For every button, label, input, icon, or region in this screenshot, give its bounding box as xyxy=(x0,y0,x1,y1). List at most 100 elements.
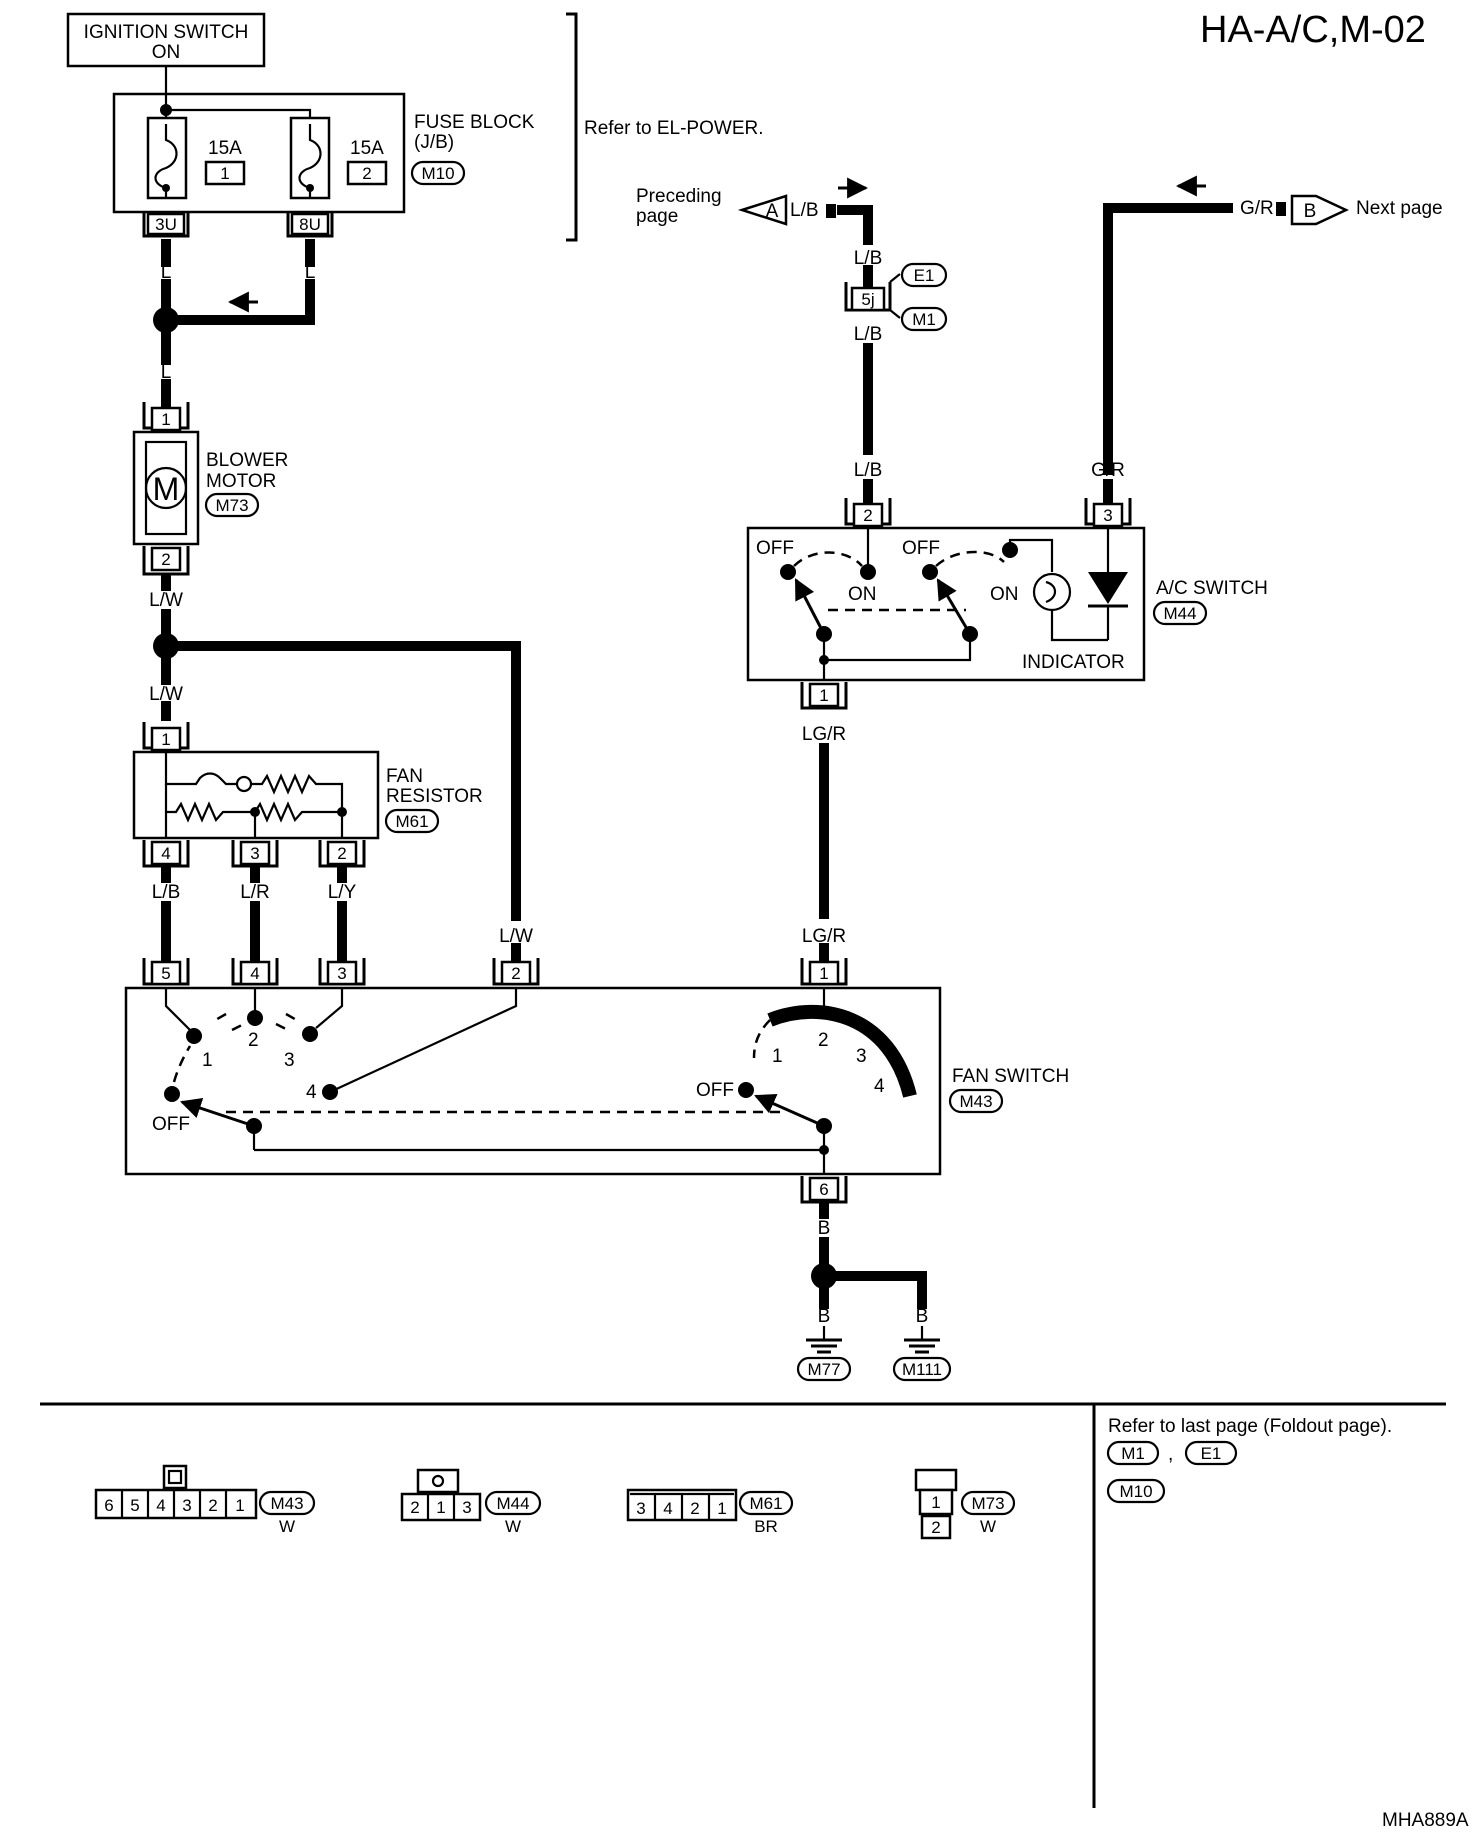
blower-motor-connector: M73 xyxy=(215,496,248,515)
wire-l-1: L xyxy=(161,262,172,283)
wire-lw-3: L/W xyxy=(499,926,533,947)
fuse-terminal-8u: 8U xyxy=(299,215,321,234)
m43-color: W xyxy=(279,1517,295,1536)
ignition-label: IGNITION SWITCH xyxy=(84,22,249,43)
figure-code: MHA889A xyxy=(1382,1810,1469,1831)
next-wire: G/R xyxy=(1240,198,1274,219)
fan-left-pos-4: 4 xyxy=(306,1082,317,1103)
m43-pin-2: 2 xyxy=(208,1496,217,1515)
wire-b-1: B xyxy=(818,1218,831,1239)
m43-pin-1: 1 xyxy=(235,1496,244,1515)
m61-id: M61 xyxy=(749,1494,782,1513)
wire-lr: L/R xyxy=(240,882,270,903)
fan-switch-pin-2: 2 xyxy=(511,964,520,983)
fuse-block-connector: M10 xyxy=(421,164,454,183)
refer-m10: M10 xyxy=(1119,1482,1152,1501)
m43-pin-5: 5 xyxy=(130,1496,139,1515)
m73-pin-2: 2 xyxy=(931,1518,940,1537)
blower-motor-symbol: M xyxy=(153,471,180,507)
fan-resistor-label2: RESISTOR xyxy=(386,786,483,807)
m43-pin-6: 6 xyxy=(104,1496,113,1515)
wire-lb-3: L/B xyxy=(854,324,883,345)
m44-pin-2: 2 xyxy=(410,1498,419,1517)
blower-motor-label: BLOWER xyxy=(206,450,288,471)
fuse-block-label: FUSE BLOCK xyxy=(414,112,535,133)
preceding-page-label: Preceding xyxy=(636,186,722,207)
fuse1-number: 1 xyxy=(220,164,229,183)
resistor-pin-2: 2 xyxy=(337,844,346,863)
ac-off-1: OFF xyxy=(756,538,794,559)
fan-switch-connector: M43 xyxy=(959,1092,992,1111)
m61-pin-4: 4 xyxy=(663,1499,672,1518)
ac-indicator-label: INDICATOR xyxy=(1022,652,1125,673)
ignition-switch: IGNITION SWITCH ON xyxy=(66,12,266,68)
connector-view-m43: 6 5 4 3 2 1 M43 W xyxy=(94,1464,316,1536)
splice-1 xyxy=(153,307,179,333)
ac-on-2: ON xyxy=(990,584,1019,605)
m61-pin-2: 2 xyxy=(690,1499,699,1518)
fuse-terminal-3u: 3U xyxy=(155,215,177,234)
fan-left-pos-2: 2 xyxy=(248,1030,259,1051)
blower-motor: 1 M 2 BLOWER MOTOR M73 xyxy=(132,402,288,576)
next-letter: B xyxy=(1304,201,1317,222)
ground-symbol-1 xyxy=(806,1326,842,1354)
fan-left-off: OFF xyxy=(152,1114,190,1135)
wire-lw-2: L/W xyxy=(149,684,183,705)
ac-pin-3: 3 xyxy=(1103,506,1112,525)
fan-right-pos-2: 2 xyxy=(818,1030,829,1051)
wire-lb-1: L/B xyxy=(152,882,181,903)
m61-pin-3: 3 xyxy=(636,1499,645,1518)
wire-lgr-1: LG/R xyxy=(802,724,846,745)
joint-connector-e1: E1 xyxy=(914,266,935,285)
ac-pin-1: 1 xyxy=(819,686,828,705)
fuse1-amps: 15A xyxy=(208,138,242,159)
wire-b-2: B xyxy=(818,1306,831,1327)
fuse2-number: 2 xyxy=(362,164,371,183)
preceding-wire: L/B xyxy=(790,200,819,221)
m73-id: M73 xyxy=(971,1494,1004,1513)
wire-ly: L/Y xyxy=(328,882,357,903)
blower-pin-2: 2 xyxy=(161,550,170,569)
fan-switch: 5 4 3 2 1 1 2 3 4 OFF xyxy=(124,958,1069,1204)
wire-b-3: B xyxy=(916,1306,929,1327)
wire-l-2: L xyxy=(305,262,316,283)
m43-pin-4: 4 xyxy=(156,1496,165,1515)
wire-l-3: L xyxy=(161,362,172,383)
m43-pin-3: 3 xyxy=(182,1496,191,1515)
fan-right-pos-4: 4 xyxy=(874,1076,885,1097)
fan-right-pos-1: 1 xyxy=(772,1046,783,1067)
fuse-block-sublabel: (J/B) xyxy=(414,132,454,153)
wire-lb-4: L/B xyxy=(854,460,883,481)
connector-view-m73: 1 2 M73 W xyxy=(914,1468,1016,1540)
blower-motor-label2: MOTOR xyxy=(206,471,276,492)
blower-pin-1: 1 xyxy=(161,410,170,429)
fan-left-pos-1: 1 xyxy=(202,1050,213,1071)
m44-pin-1: 1 xyxy=(436,1498,445,1517)
fan-resistor-connector: M61 xyxy=(395,812,428,831)
wire-lb-2: L/B xyxy=(854,248,883,269)
ac-off-2: OFF xyxy=(902,538,940,559)
refer-e1: E1 xyxy=(1201,1444,1222,1463)
fan-resistor-label: FAN xyxy=(386,766,423,787)
preceding-letter: A xyxy=(766,201,779,222)
fan-left-pos-3: 3 xyxy=(284,1050,295,1071)
refer-last-page: Refer to last page (Foldout page). xyxy=(1108,1416,1392,1437)
m73-color: W xyxy=(980,1517,996,1536)
ground-m77: M77 xyxy=(807,1360,840,1379)
joint-connector-m1: M1 xyxy=(912,310,936,329)
page-title: HA-A/C,M-02 xyxy=(1200,9,1426,51)
splice-2 xyxy=(153,633,179,659)
m44-color: W xyxy=(505,1517,521,1536)
ground-m111: M111 xyxy=(902,1360,942,1379)
fan-resistor: 1 4 3 2 FAN RESISTOR M61 xyxy=(132,722,483,868)
m44-pin-3: 3 xyxy=(462,1498,471,1517)
m61-color: BR xyxy=(754,1517,778,1536)
fan-switch-pin-3: 3 xyxy=(337,964,346,983)
refer-m1: M1 xyxy=(1121,1444,1145,1463)
connector-view-m44: 2 1 3 M44 W xyxy=(400,1468,542,1536)
m43-id: M43 xyxy=(270,1494,303,1513)
fan-right-pos-3: 3 xyxy=(856,1046,867,1067)
wire-lw-1: L/W xyxy=(149,590,183,611)
fan-switch-pin-5: 5 xyxy=(161,964,170,983)
fan-switch-pin-6: 6 xyxy=(819,1180,828,1199)
